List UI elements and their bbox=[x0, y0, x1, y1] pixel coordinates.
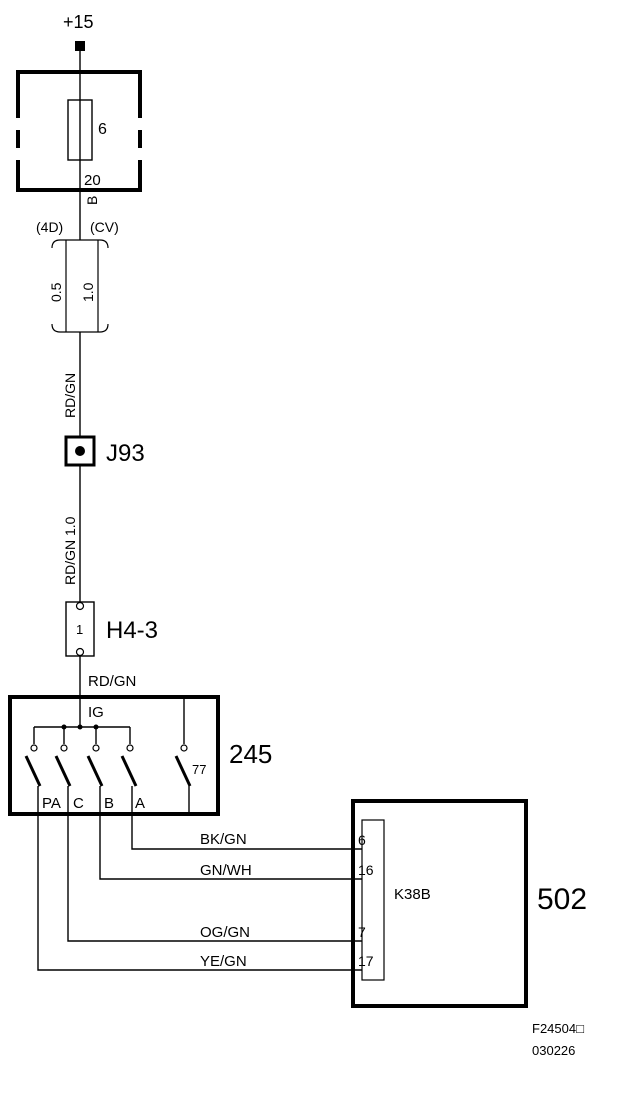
wire-label-1: RD/GN bbox=[62, 373, 78, 418]
switch-ig-label: IG bbox=[88, 704, 104, 721]
variant-4d: (4D) bbox=[36, 219, 63, 235]
figure-id: F24504□ bbox=[532, 1021, 584, 1036]
module-pin-6: 6 bbox=[358, 832, 366, 848]
module-number: 502 bbox=[537, 883, 587, 916]
wire-label-3: RD/GN bbox=[88, 673, 136, 690]
connector-pin-top bbox=[75, 601, 85, 611]
supply-label: +15 bbox=[63, 12, 94, 32]
junction-label: J93 bbox=[106, 440, 145, 467]
module-pin-7: 7 bbox=[358, 924, 366, 940]
contact-pa: PA bbox=[42, 795, 61, 812]
switch-number: 245 bbox=[229, 739, 272, 769]
module-pin-17: 17 bbox=[358, 953, 374, 969]
wire-size-cv: 1.0 bbox=[80, 282, 96, 302]
fuse-number: 6 bbox=[98, 121, 107, 138]
date-code: 030226 bbox=[532, 1043, 575, 1058]
module-connector-block bbox=[361, 819, 385, 981]
supply-terminal bbox=[75, 41, 85, 51]
wire-bk-gn: BK/GN bbox=[200, 831, 247, 848]
contact-b: B bbox=[104, 795, 114, 812]
fuse-pin-letter: B bbox=[84, 196, 100, 205]
module-box-502 bbox=[351, 799, 528, 1008]
wire-size-4d: 0.5 bbox=[48, 282, 64, 302]
fuse-box bbox=[16, 70, 142, 192]
contact-a: A bbox=[135, 795, 145, 812]
switch-pin-77: 77 bbox=[192, 762, 206, 777]
output-wires bbox=[37, 814, 362, 971]
contact-c: C bbox=[73, 795, 84, 812]
wire-gn-wh: GN/WH bbox=[200, 862, 252, 879]
connector-label: H4-3 bbox=[106, 617, 158, 644]
switch-internals bbox=[24, 697, 192, 814]
wire-label-2: RD/GN 1.0 bbox=[62, 516, 78, 585]
wire-og-gn: OG/GN bbox=[200, 924, 250, 941]
switch-box-245 bbox=[8, 695, 220, 816]
connector-pin-bottom bbox=[75, 647, 85, 657]
module-connector-label: K38B bbox=[394, 886, 431, 903]
wire-ye-gn: YE/GN bbox=[200, 953, 247, 970]
connector-pin-number: 1 bbox=[76, 622, 83, 637]
junction-dot bbox=[75, 446, 85, 456]
variant-split bbox=[51, 239, 109, 333]
variant-cv: (CV) bbox=[90, 219, 119, 235]
fuse-pin: 20 bbox=[84, 172, 101, 189]
module-pin-16: 16 bbox=[358, 862, 374, 878]
